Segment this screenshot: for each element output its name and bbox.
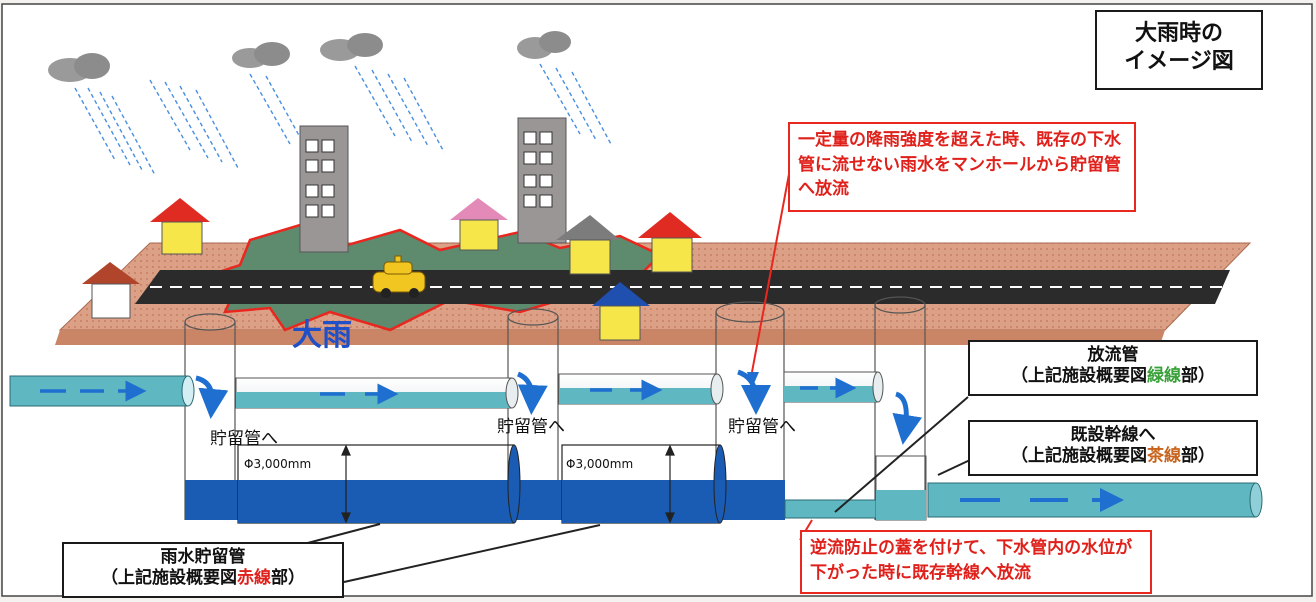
house-icon xyxy=(556,215,620,275)
building-icon xyxy=(299,125,349,253)
box-subtitle-highlight: 緑線 xyxy=(1147,366,1181,387)
box-subtitle-suffix: 部） xyxy=(1181,446,1215,467)
diameter-label: Φ3,000mm xyxy=(566,457,634,471)
trunk-pipe xyxy=(927,482,1263,518)
taxi-icon xyxy=(372,255,426,298)
box-subtitle: （上記施設概要図緑線部） xyxy=(970,366,1256,387)
callout-leader-top xyxy=(751,141,796,373)
to-storage-label: 貯留管へ xyxy=(728,417,796,437)
title-line-2: イメージ図 xyxy=(1124,48,1234,74)
callout-leader-top-arrow xyxy=(747,372,759,388)
callout-backflow-box: 逆流防止の蓋を付けて、下水管内の水位が 下がった時に既存幹線へ放流 xyxy=(800,530,1152,594)
box-subtitle: （上記施設概要図赤線部） xyxy=(64,568,342,589)
rain xyxy=(74,63,613,176)
discharge-pipe-box: 放流管 （上記施設概要図緑線部） xyxy=(968,340,1258,396)
cloud-icon xyxy=(232,42,290,68)
cloud-icon xyxy=(320,33,383,61)
house-icon xyxy=(592,282,650,341)
flow-arrow-icon xyxy=(40,377,857,405)
heavy-rain-label: 大雨 xyxy=(292,318,352,353)
box-subtitle-highlight: 赤線 xyxy=(237,568,271,589)
sewer-pipe xyxy=(558,373,724,405)
callout-line: 逆流防止の蓋を付けて、下水管内の水位が xyxy=(810,538,1133,558)
box-title: 放流管 xyxy=(1087,345,1139,365)
downflow-arrow-icon xyxy=(195,369,923,445)
house-icon xyxy=(450,198,508,251)
leader-storage-1 xyxy=(343,524,601,583)
to-storage-label: 貯留管へ xyxy=(210,429,278,449)
box-subtitle-prefix: （上記施設概要図 xyxy=(1011,446,1147,467)
building-icon xyxy=(517,117,567,244)
box-subtitle-suffix: 部） xyxy=(1181,366,1215,387)
to-storage-label: 貯留管へ xyxy=(497,417,565,437)
callout-line: 管に流せない雨水をマンホールから貯留管 xyxy=(798,154,1121,175)
storage-pipe xyxy=(185,444,785,524)
house-icon xyxy=(150,198,210,255)
callout-line: へ放流 xyxy=(798,179,849,200)
diameter-label: Φ3,000mm xyxy=(244,457,312,471)
leader-storage-2 xyxy=(299,523,381,546)
box-subtitle-prefix: （上記施設概要図 xyxy=(1011,366,1147,387)
storage-pipe-box: 雨水貯留管 （上記施設概要図赤線部） xyxy=(62,542,344,598)
house-icon xyxy=(638,212,702,273)
house-icon xyxy=(82,262,140,319)
diameter-indicator xyxy=(341,444,675,524)
callout-line: 一定量の降雨強度を超えた時、既存の下水 xyxy=(798,130,1121,150)
callout-line: 下がった時に既存幹線へ放流 xyxy=(810,562,1031,583)
trunk-line-box: 既設幹線へ （上記施設概要図茶線部） xyxy=(968,420,1258,476)
box-subtitle-suffix: 部） xyxy=(271,568,305,589)
title-line-1: 大雨時の xyxy=(1134,21,1223,46)
box-title: 既設幹線へ xyxy=(1070,425,1156,445)
box-subtitle-prefix: （上記施設概要図 xyxy=(101,568,237,589)
leader-discharge xyxy=(834,396,969,513)
cloud-icon xyxy=(48,53,110,82)
leader-trunk xyxy=(937,459,971,476)
cloud-icon xyxy=(517,31,571,59)
title-box: 大雨時の イメージ図 xyxy=(1095,10,1263,90)
box-title: 雨水貯留管 xyxy=(160,547,246,567)
callout-overflow-box: 一定量の降雨強度を超えた時、既存の下水 管に流せない雨水をマンホールから貯留管 … xyxy=(788,122,1136,212)
box-subtitle-highlight: 茶線 xyxy=(1147,446,1181,467)
box-subtitle: （上記施設概要図茶線部） xyxy=(970,446,1256,467)
